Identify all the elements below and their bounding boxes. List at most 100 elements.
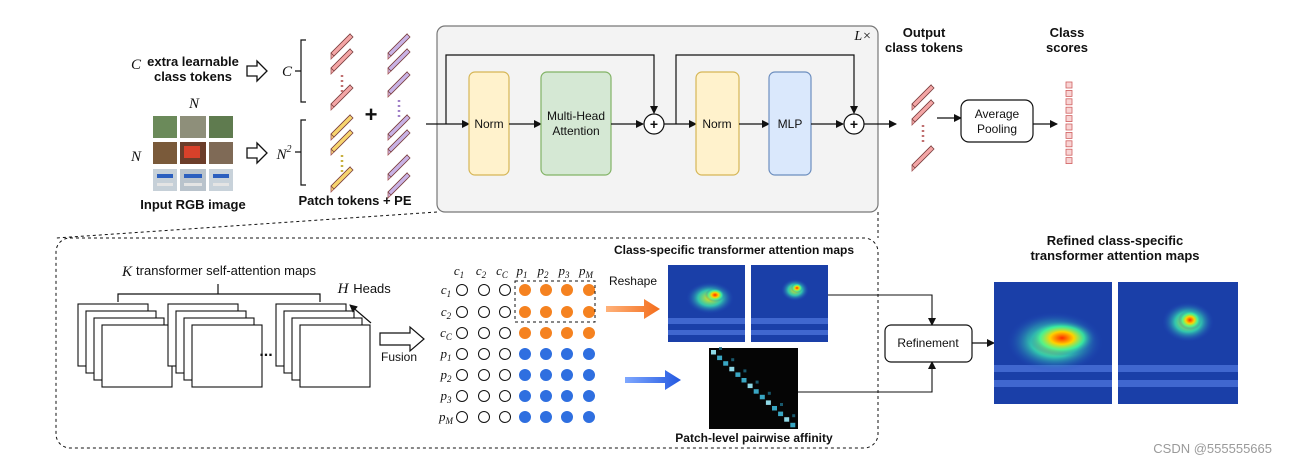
zoom-lines	[55, 211, 879, 239]
refined-title-2: transformer attention maps	[1030, 248, 1199, 263]
class-tokens-label-1: extra learnable	[147, 54, 239, 69]
matrix-cell-pM-pM	[583, 411, 595, 423]
image-label: Input RGB image	[140, 197, 245, 212]
matrix-cell-p2-p3	[561, 369, 573, 381]
affinity-diagonal-12	[778, 411, 784, 417]
heads-label: Heads	[353, 281, 391, 296]
matrix-cell-p1-c1	[456, 348, 468, 360]
skip-connection-2	[675, 54, 858, 124]
pooling-label-1: Average	[975, 107, 1020, 121]
output-token-2	[911, 99, 935, 126]
stacks-ellipsis: ...	[259, 343, 272, 360]
matrix-row-header-p3: p3	[440, 388, 453, 405]
matrix-cell-p3-cC	[499, 390, 511, 402]
input-image-patches	[153, 116, 233, 191]
pe-token-5	[387, 129, 411, 156]
affinity-diagonal-6	[741, 378, 747, 383]
class-token-1	[330, 33, 354, 60]
reshape-arrow	[606, 299, 660, 319]
average-pooling-block	[960, 99, 1034, 143]
class-brace	[295, 39, 306, 103]
matrix-cell-c1-cC	[499, 284, 511, 296]
class-score-6	[1065, 123, 1073, 131]
class-maps-title: Class-specific transformer attention map…	[614, 243, 854, 257]
matrix-cell-p2-p2	[540, 369, 552, 381]
pe-token-6	[387, 154, 411, 181]
token-stack-left	[330, 33, 354, 193]
matrix-cell-pM-p3	[561, 411, 573, 423]
token-stack-pe	[387, 33, 411, 199]
matrix-col-header-pM: pM	[578, 263, 594, 280]
matrix-cell-cC-c2	[478, 327, 490, 339]
matrix-cell-p3-c1	[456, 390, 468, 402]
affinity-diagonal-11	[772, 406, 777, 411]
output-label-2: class tokens	[885, 40, 963, 55]
class-score-1	[1065, 81, 1073, 89]
matrix-cell-c1-p1	[519, 284, 531, 296]
reshape-label: Reshape	[609, 274, 657, 288]
detail-region	[55, 237, 879, 449]
class-tokens-var: C	[131, 57, 142, 73]
matrix-row-header-p2: p2	[440, 367, 453, 384]
pooling-label-2: Pooling	[977, 122, 1017, 136]
patch-count-var: N2	[275, 144, 291, 163]
attn-map-3-head-4	[299, 324, 371, 388]
matrix-cell-p1-p3	[561, 348, 573, 360]
matrix-cell-p3-p1	[519, 390, 531, 402]
mha-label-2: Attention	[552, 124, 599, 138]
heads-arrow	[349, 304, 372, 324]
class-score-vector	[1065, 81, 1073, 165]
matrix-cell-c1-p2	[540, 284, 552, 296]
matrix-col-header-p2: p2	[537, 263, 550, 280]
skip-connection-1	[445, 54, 658, 124]
pe-token-7	[387, 172, 411, 199]
matrix-col-header-c2: c2	[476, 263, 487, 280]
affinity-arrow	[625, 370, 681, 390]
matrix-cell-cC-p1	[519, 327, 531, 339]
mlp-label: MLP	[778, 117, 803, 131]
pe-token-4	[387, 114, 411, 141]
class-attention-map-2	[751, 265, 828, 342]
class-score-7	[1065, 131, 1073, 139]
watermark: CSDN @555555665	[1153, 441, 1272, 456]
patch-token-2	[330, 129, 354, 156]
matrix-cell-p1-cC	[499, 348, 511, 360]
patch-affinity-map	[709, 347, 798, 429]
refinement-label: Refinement	[897, 336, 959, 350]
output-class-tokens	[911, 84, 935, 172]
matrix-row-header-c2: c2	[441, 304, 452, 321]
class-score-9	[1065, 148, 1073, 156]
attn-maps-brace	[117, 284, 321, 302]
hollow-arrow-top	[246, 59, 268, 83]
affinity-diagonal-5	[735, 372, 741, 377]
output-token-1	[911, 84, 935, 111]
fusion-arrow	[379, 325, 425, 353]
class-tokens-label-2: class tokens	[154, 69, 232, 84]
matrix-cell-c2-p1	[519, 306, 531, 318]
matrix-col-header-p1: p1	[516, 263, 528, 280]
plus-1-label: +	[650, 116, 658, 132]
affinity-to-refinement-line	[798, 361, 936, 393]
matrix-row-header-pM: pM	[438, 409, 454, 426]
matrix-cell-p1-c2	[478, 348, 490, 360]
matrix-cell-p1-p1	[519, 348, 531, 360]
matrix-col-header-c1: c1	[454, 263, 464, 280]
matrix-cell-pM-p2	[540, 411, 552, 423]
affinity-diagonal-3	[723, 361, 729, 366]
matrix-cell-p2-p1	[519, 369, 531, 381]
matrix-row-header-c1: c1	[441, 282, 451, 299]
plus-2-label: +	[850, 116, 858, 132]
matrix-cell-c2-p2	[540, 306, 552, 318]
matrix-cell-c1-c2	[478, 284, 490, 296]
class-token-2	[330, 48, 354, 75]
norm-1-label: Norm	[474, 117, 503, 131]
class-score-8	[1065, 140, 1073, 148]
matrix-cell-c1-pM	[583, 284, 595, 296]
matrix-cell-c2-p3	[561, 306, 573, 318]
matrix-row-header-cC: cC	[440, 325, 453, 342]
patch-brace	[295, 119, 306, 186]
attn-maps-label: transformer self-attention maps	[136, 263, 316, 278]
matrix-row-header-p1: p1	[440, 346, 452, 363]
class-score-5	[1065, 115, 1073, 122]
